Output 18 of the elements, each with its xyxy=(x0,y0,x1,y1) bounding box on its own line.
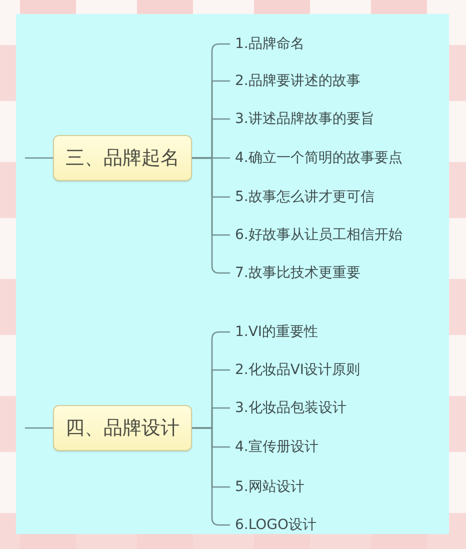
subtopic-label: 2.品牌要讲述的故事 xyxy=(230,71,360,91)
subtopic-label: 5.网站设计 xyxy=(230,477,304,497)
subtopic-label: 7.故事比技术更重要 xyxy=(230,263,360,283)
subtopic-label: 4.确立一个简明的故事要点 xyxy=(230,148,402,168)
topic-box: 三、品牌起名 xyxy=(53,135,192,181)
subtopic-label: 2.化妆品VI设计原则 xyxy=(230,360,360,380)
subtopic-label: 6.LOGO设计 xyxy=(230,515,317,535)
subtopic-label: 6.好故事从让员工相信开始 xyxy=(230,225,402,245)
subtopic-label: 4.宣传册设计 xyxy=(230,437,318,457)
subtopic-label: 1.品牌命名 xyxy=(230,34,304,54)
connector-line xyxy=(25,157,53,159)
subtopic-label: 1.VI的重要性 xyxy=(230,322,318,342)
connector-line xyxy=(192,427,230,526)
subtopic-label: 3.化妆品包装设计 xyxy=(230,398,346,418)
topic-box: 四、品牌设计 xyxy=(53,405,192,451)
connector-line xyxy=(25,427,53,429)
subtopic-label: 3.讲述品牌故事的要旨 xyxy=(230,109,374,129)
subtopic-label: 5.故事怎么讲才更可信 xyxy=(230,187,374,207)
